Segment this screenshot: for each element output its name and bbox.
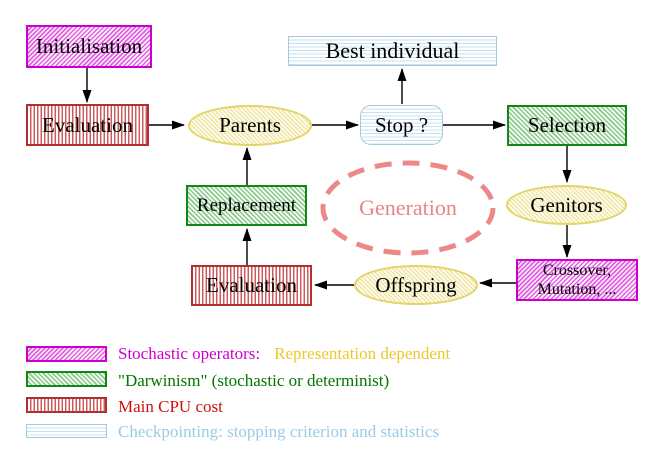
legend-swatch-checkpointing xyxy=(26,424,107,438)
node-initialisation-label: Initialisation xyxy=(35,34,143,59)
node-genitors: Genitors xyxy=(506,185,627,225)
node-crossover-label-line2: Mutation, ... xyxy=(537,281,617,298)
node-evaluation-top: Evaluation xyxy=(26,104,149,146)
node-selection: Selection xyxy=(507,105,627,146)
legend-label-checkpointing: Checkpointing: stopping criterion and st… xyxy=(118,422,440,441)
generation-label: Generation xyxy=(359,195,457,220)
node-stop: Stop ? xyxy=(360,105,443,145)
legend-swatch-darwinism xyxy=(26,371,107,387)
node-offspring: Offspring xyxy=(354,265,478,305)
legend-swatch-stochastic-operators xyxy=(26,346,107,362)
legend-label-darwinism: "Darwinism" (stochastic or determinist) xyxy=(118,371,390,390)
legend-text-representation: Representation dependent xyxy=(274,344,451,363)
node-evaluation-bottom: Evaluation xyxy=(191,265,312,306)
node-replacement: Replacement xyxy=(186,185,307,226)
node-selection-label: Selection xyxy=(527,113,607,138)
node-parents: Parents xyxy=(188,105,312,146)
legend-label-stochastic-operators: Stochastic operators: Representation depe… xyxy=(118,344,450,364)
node-stop-label: Stop ? xyxy=(374,112,429,137)
node-crossover-mutation: Crossover, Mutation, ... xyxy=(516,259,638,301)
node-genitors-label: Genitors xyxy=(530,192,603,217)
legend-label-cpu-cost: Main CPU cost xyxy=(118,397,223,416)
node-evaluation-top-label: Evaluation xyxy=(42,112,133,137)
node-replacement-label: Replacement xyxy=(196,194,297,216)
node-initialisation: Initialisation xyxy=(26,25,152,68)
node-evaluation-bottom-label: Evaluation xyxy=(206,273,297,298)
legend-text-stochastic: Stochastic operators: xyxy=(118,344,261,363)
node-parents-label: Parents xyxy=(219,113,281,138)
node-offspring-label: Offspring xyxy=(375,272,457,297)
node-best-individual-label: Best individual xyxy=(325,38,460,64)
node-best-individual: Best individual xyxy=(288,36,497,66)
generation-dashed-ellipse xyxy=(320,160,496,256)
node-crossover-label-line1: Crossover, xyxy=(542,261,612,279)
legend-swatch-cpu-cost xyxy=(26,397,107,413)
